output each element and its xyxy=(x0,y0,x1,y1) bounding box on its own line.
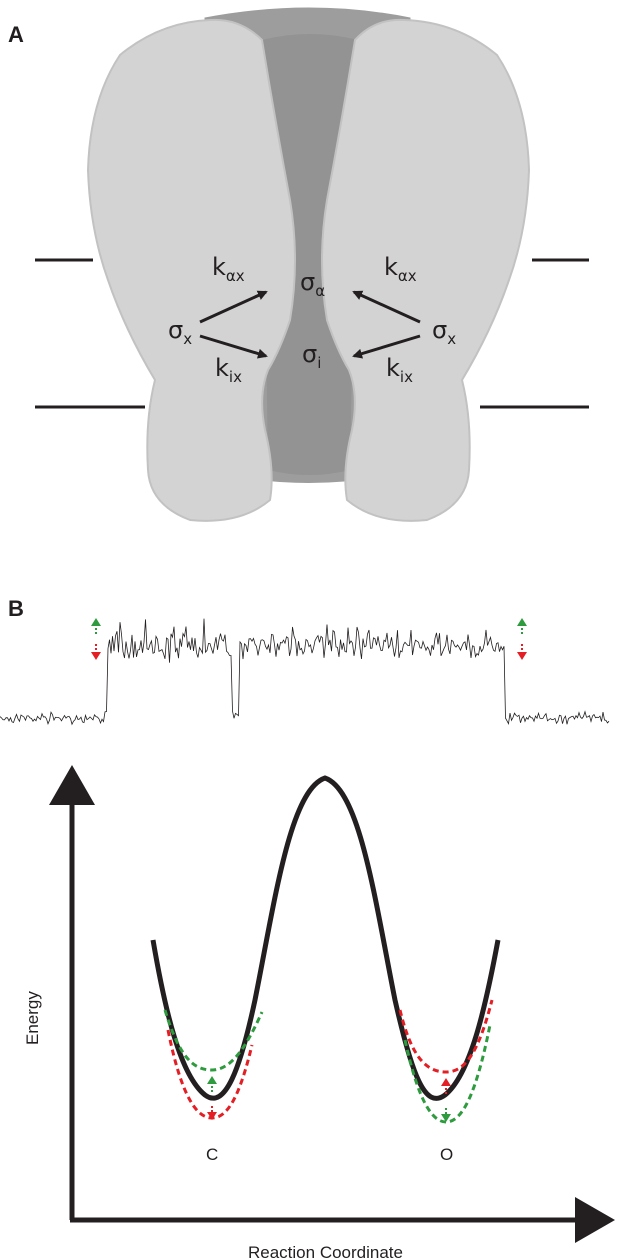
open-well-destabilize xyxy=(398,999,494,1074)
sigma-x-right-label: σx xyxy=(432,316,456,348)
x-axis-arrowhead xyxy=(575,1197,615,1243)
y-axis-label: Energy xyxy=(23,991,42,1045)
current-trace xyxy=(0,618,610,726)
panel-b-letter: B xyxy=(8,596,24,621)
sigma-i-label: σi xyxy=(302,340,321,372)
energy-curve xyxy=(150,775,501,1101)
closed-state-label: C xyxy=(206,1145,218,1164)
closed-well-destabilize xyxy=(166,1029,254,1120)
closed-well-stabilize xyxy=(163,1009,264,1072)
panel-a-letter: A xyxy=(8,22,24,47)
y-axis-arrowhead xyxy=(49,765,95,805)
open-state-label: O xyxy=(440,1145,453,1164)
channel-pore-inner xyxy=(262,34,358,475)
sigma-x-left-label: σx xyxy=(168,316,192,348)
arrow-k-ix-left xyxy=(199,334,268,359)
sigma-a-label: σα xyxy=(300,268,325,300)
channel-left-subunit xyxy=(86,18,296,522)
arrow-k-ix-right xyxy=(352,334,421,359)
x-axis-label: Reaction Coordinate xyxy=(248,1243,403,1260)
k-ix-left-label: kix xyxy=(215,354,242,386)
channel-right-subunit xyxy=(321,18,531,522)
trace-arrows-left xyxy=(91,618,101,660)
k-ax-right-label: kαx xyxy=(384,253,417,285)
k-ix-right-label: kix xyxy=(386,354,413,386)
trace-arrows-right xyxy=(517,618,527,660)
arrow-k-ax-right xyxy=(352,290,421,324)
arrow-k-ax-left xyxy=(199,290,268,324)
k-ax-left-label: kαx xyxy=(212,253,245,285)
ion-channel xyxy=(86,7,531,522)
